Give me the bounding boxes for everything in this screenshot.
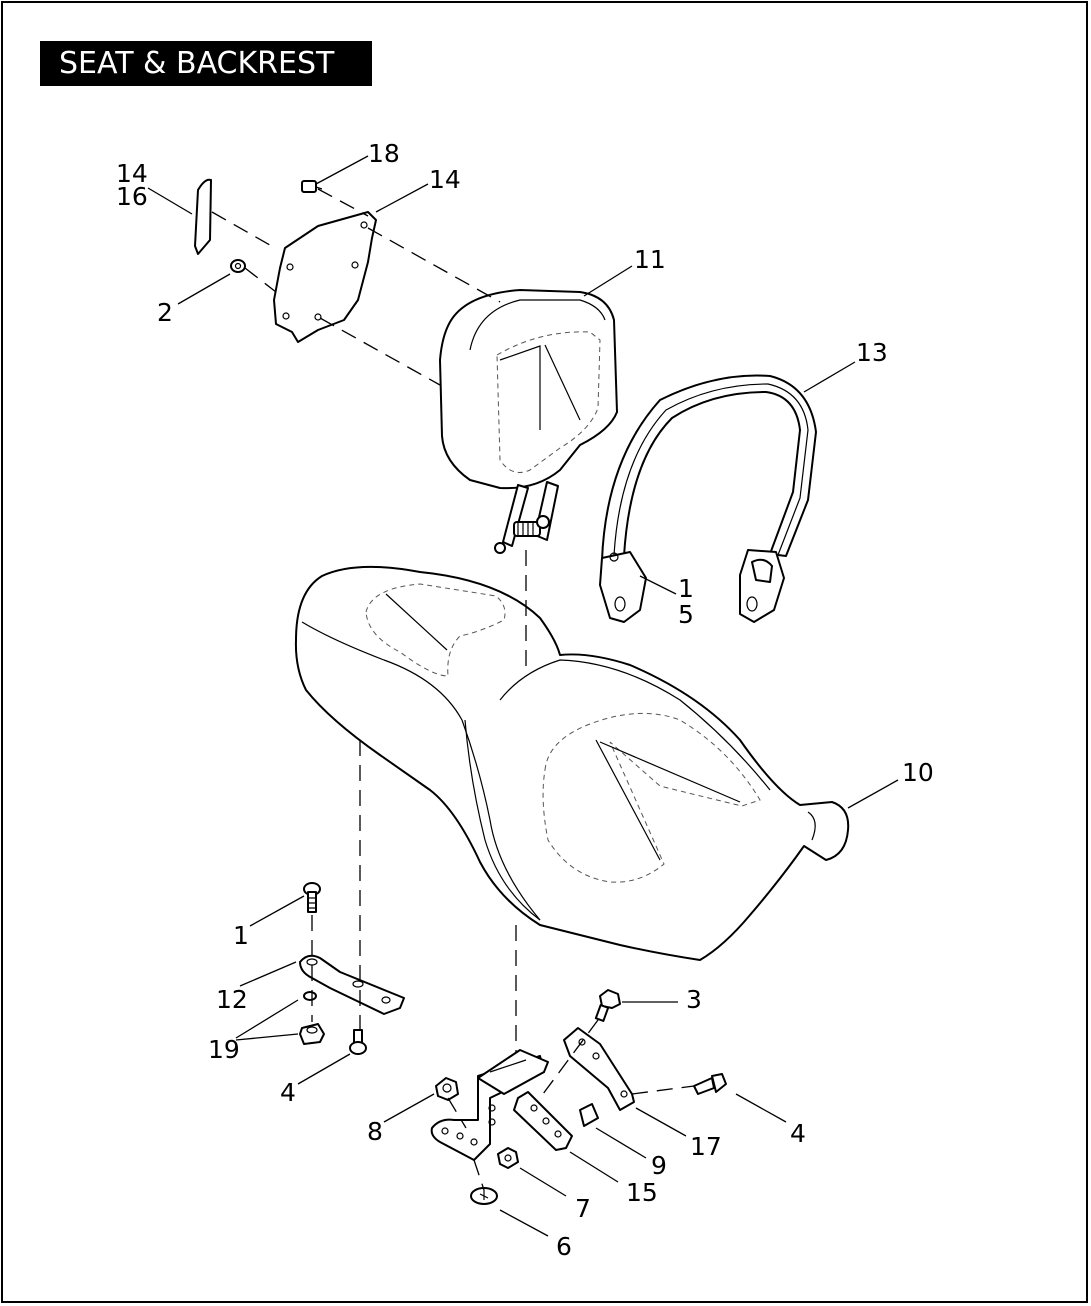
- callout-9: 9: [651, 1151, 667, 1180]
- bracket-hole: [352, 980, 364, 988]
- callout-1: 1: [678, 574, 694, 603]
- callout-2: 2: [157, 298, 173, 327]
- screw-18: [301, 180, 323, 193]
- bracket-17: [563, 1027, 635, 1111]
- bolt-4-right: [693, 1073, 727, 1095]
- screw-4-left: [349, 1029, 367, 1055]
- callout-14: 14: [429, 165, 461, 194]
- callout-16: 16: [116, 182, 148, 211]
- callout-4: 4: [790, 1119, 806, 1148]
- nut-2: [230, 259, 246, 273]
- leader-lines: [147, 155, 899, 1237]
- bracket-hole: [381, 996, 391, 1004]
- callouts: 14 16 18 14 2 11 13 1 5 10 1 12 19 4 3 8…: [116, 139, 934, 1261]
- callout-5: 5: [678, 600, 694, 629]
- callout-15: 15: [626, 1178, 658, 1207]
- clip-9: [579, 1103, 599, 1127]
- backrest-cover-plate: [273, 211, 377, 343]
- callout-13: 13: [856, 338, 888, 367]
- bracket-12: [299, 954, 405, 1015]
- callout-4: 4: [280, 1078, 296, 1107]
- callout-6: 6: [556, 1232, 572, 1261]
- callout-12: 12: [216, 985, 248, 1014]
- bracket-15: [430, 1049, 573, 1161]
- callout-17: 17: [690, 1132, 722, 1161]
- trim-strip: [194, 178, 212, 255]
- washer-19: [303, 991, 317, 1001]
- nut-7: [497, 1147, 519, 1169]
- passenger-sissy-bar: [599, 374, 817, 623]
- callout-3: 3: [686, 985, 702, 1014]
- washer-6: [470, 1187, 498, 1205]
- callout-14: 14: [116, 159, 148, 188]
- nut-8: [435, 1077, 459, 1101]
- callout-7: 7: [575, 1194, 591, 1223]
- callout-18: 18: [368, 139, 400, 168]
- assembly-lines: [211, 188, 695, 1191]
- callout-11: 11: [634, 245, 666, 274]
- callout-1: 1: [233, 921, 249, 950]
- callout-8: 8: [367, 1117, 383, 1146]
- callout-10: 10: [902, 758, 934, 787]
- backrest-pad: [439, 289, 618, 554]
- callout-19: 19: [208, 1035, 240, 1064]
- nut-19: [299, 1023, 325, 1045]
- seat: [294, 565, 850, 961]
- page-title: SEAT & BACKREST: [40, 41, 372, 86]
- bolt-3: [594, 989, 621, 1022]
- screw-1: [303, 882, 321, 913]
